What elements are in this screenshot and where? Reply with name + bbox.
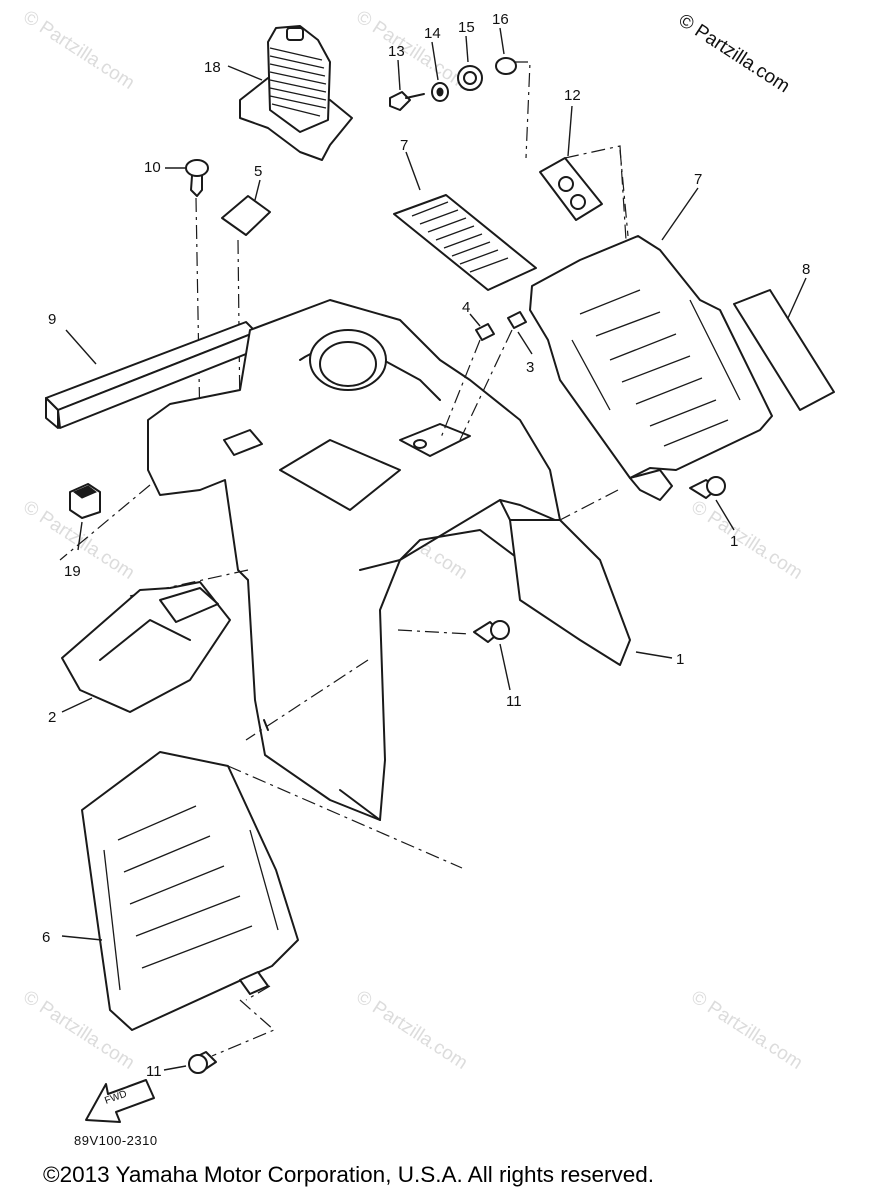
callout-7b: 7	[694, 171, 702, 188]
part-2-tray	[61, 581, 231, 713]
callout-1a: 1	[730, 533, 738, 550]
part-10-clip	[165, 159, 209, 431]
callout-9: 9	[48, 311, 56, 328]
part-1-body	[59, 299, 673, 821]
part-6-panel	[61, 751, 463, 1031]
callout-16: 16	[492, 11, 509, 28]
fwd-arrow: FWD	[85, 1079, 155, 1123]
callout-11a: 11	[506, 693, 522, 710]
callout-1b: 1	[676, 651, 684, 668]
callout-5: 5	[254, 163, 262, 180]
callout-2: 2	[48, 709, 56, 726]
part-7-strip	[393, 151, 537, 291]
callout-8: 8	[802, 261, 810, 278]
part-12-bracket	[539, 105, 627, 241]
part-8-strip	[733, 277, 835, 411]
callout-6: 6	[42, 929, 50, 946]
callout-13: 13	[388, 43, 405, 60]
callout-4: 4	[462, 299, 470, 316]
part-18-boot	[227, 25, 353, 161]
part-13-16-fasteners	[389, 27, 531, 159]
part-19-clip	[69, 483, 101, 551]
callout-7a: 7	[400, 137, 408, 154]
copyright-notice: ©2013 Yamaha Motor Corporation, U.S.A. A…	[43, 1162, 655, 1187]
watermark: © Partzilla.com	[687, 497, 806, 584]
watermark: © Partzilla.com	[352, 7, 471, 94]
watermark: © Partzilla.com	[19, 7, 138, 94]
watermark: © Partzilla.com	[352, 987, 471, 1074]
callout-layer: 18 13 14 15 16 12 10 5 7 7 8 4 3 9 19 1 …	[42, 11, 810, 1080]
callout-14: 14	[424, 25, 441, 42]
callout-15: 15	[458, 19, 475, 36]
callout-3: 3	[526, 359, 534, 376]
callout-19: 19	[64, 563, 81, 580]
callout-18: 18	[204, 59, 221, 76]
callout-11b: 11	[146, 1063, 162, 1080]
watermark: © Partzilla.com	[687, 987, 806, 1074]
part-11-bolts	[163, 476, 735, 1074]
part-7-panel	[529, 149, 773, 521]
callout-12: 12	[564, 87, 581, 104]
callout-10: 10	[144, 159, 161, 176]
diagram-code: 89V100-2310	[74, 1133, 158, 1148]
part-3-4-clips	[439, 311, 533, 441]
